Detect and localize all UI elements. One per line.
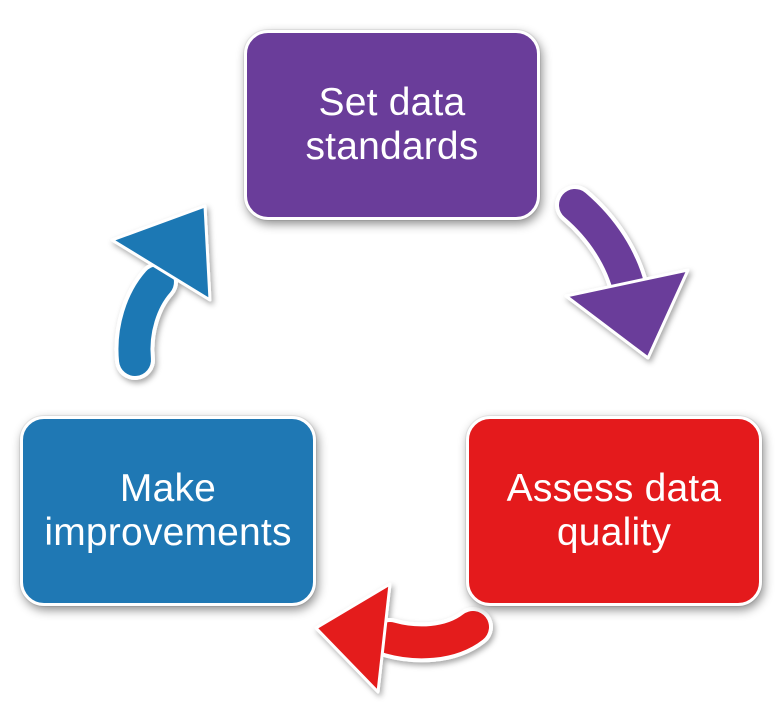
arrow-set-to-assess-icon xyxy=(555,185,690,360)
step-label-line: improvements xyxy=(44,511,292,554)
step-label-line: Make xyxy=(119,467,217,510)
step-label: Set data standards xyxy=(305,81,478,169)
arrow-make-to-set-icon xyxy=(110,204,212,380)
step-label-line: Set data xyxy=(318,81,466,124)
step-label: Make improvements xyxy=(44,467,291,555)
step-set-data-standards: Set data standards xyxy=(244,30,540,220)
step-label-line: Assess data xyxy=(506,467,722,510)
arrow-assess-to-make-icon xyxy=(314,582,493,694)
step-make-improvements: Make improvements xyxy=(20,416,316,606)
step-label-line: standards xyxy=(305,125,479,168)
step-assess-data-quality: Assess data quality xyxy=(466,416,762,606)
step-label: Assess data quality xyxy=(507,467,722,555)
step-label-line: quality xyxy=(556,511,672,554)
